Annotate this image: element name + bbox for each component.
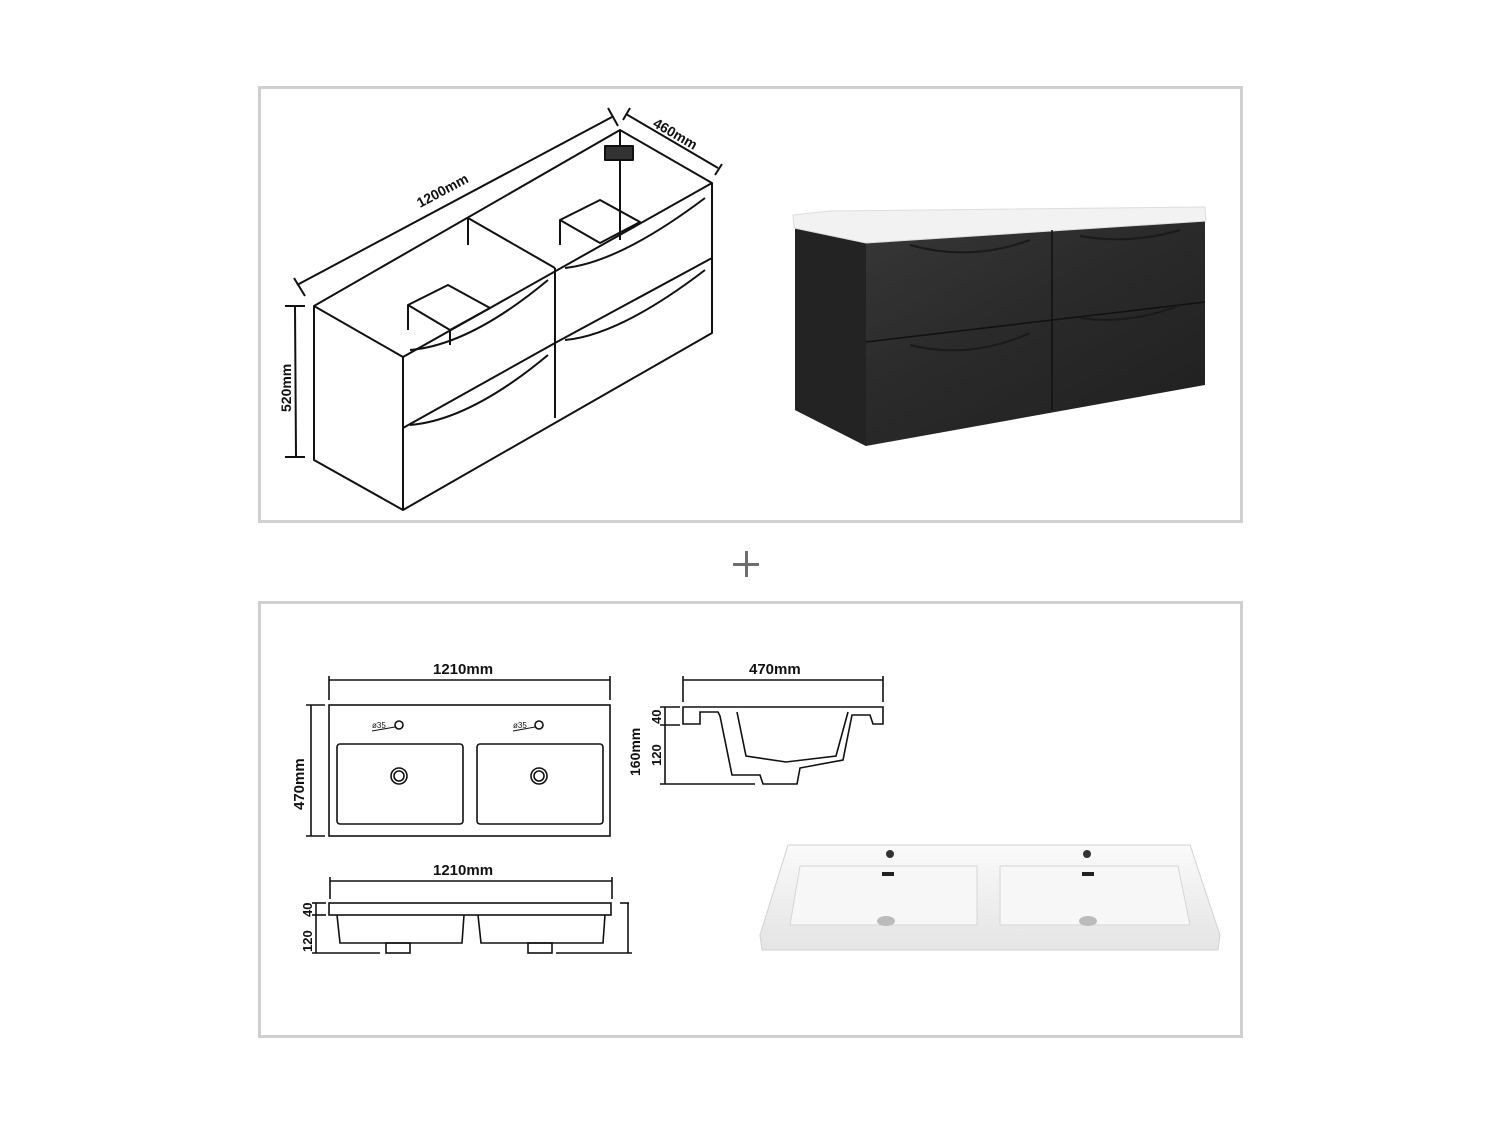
section-bowl-label: 120 <box>649 744 664 766</box>
front-width-label: 1210mm <box>433 862 493 879</box>
tap-hole-right-label: ø35 <box>513 721 527 730</box>
cabinet-height-label: 520mm <box>278 364 294 412</box>
tap-hole-left-label: ø35 <box>372 721 386 730</box>
plus-icon <box>733 551 759 577</box>
section-depth-label: 470mm <box>749 661 801 678</box>
basin-panel <box>258 601 1243 1038</box>
basin-depth-label: 470mm <box>291 758 308 810</box>
basin-width-label: 1210mm <box>433 661 493 678</box>
section-total-height-label: 160mm <box>627 728 643 776</box>
front-rim-label: 40 <box>300 903 315 917</box>
section-rim-label: 40 <box>649 710 664 724</box>
front-bowl-label: 120 <box>300 930 315 952</box>
